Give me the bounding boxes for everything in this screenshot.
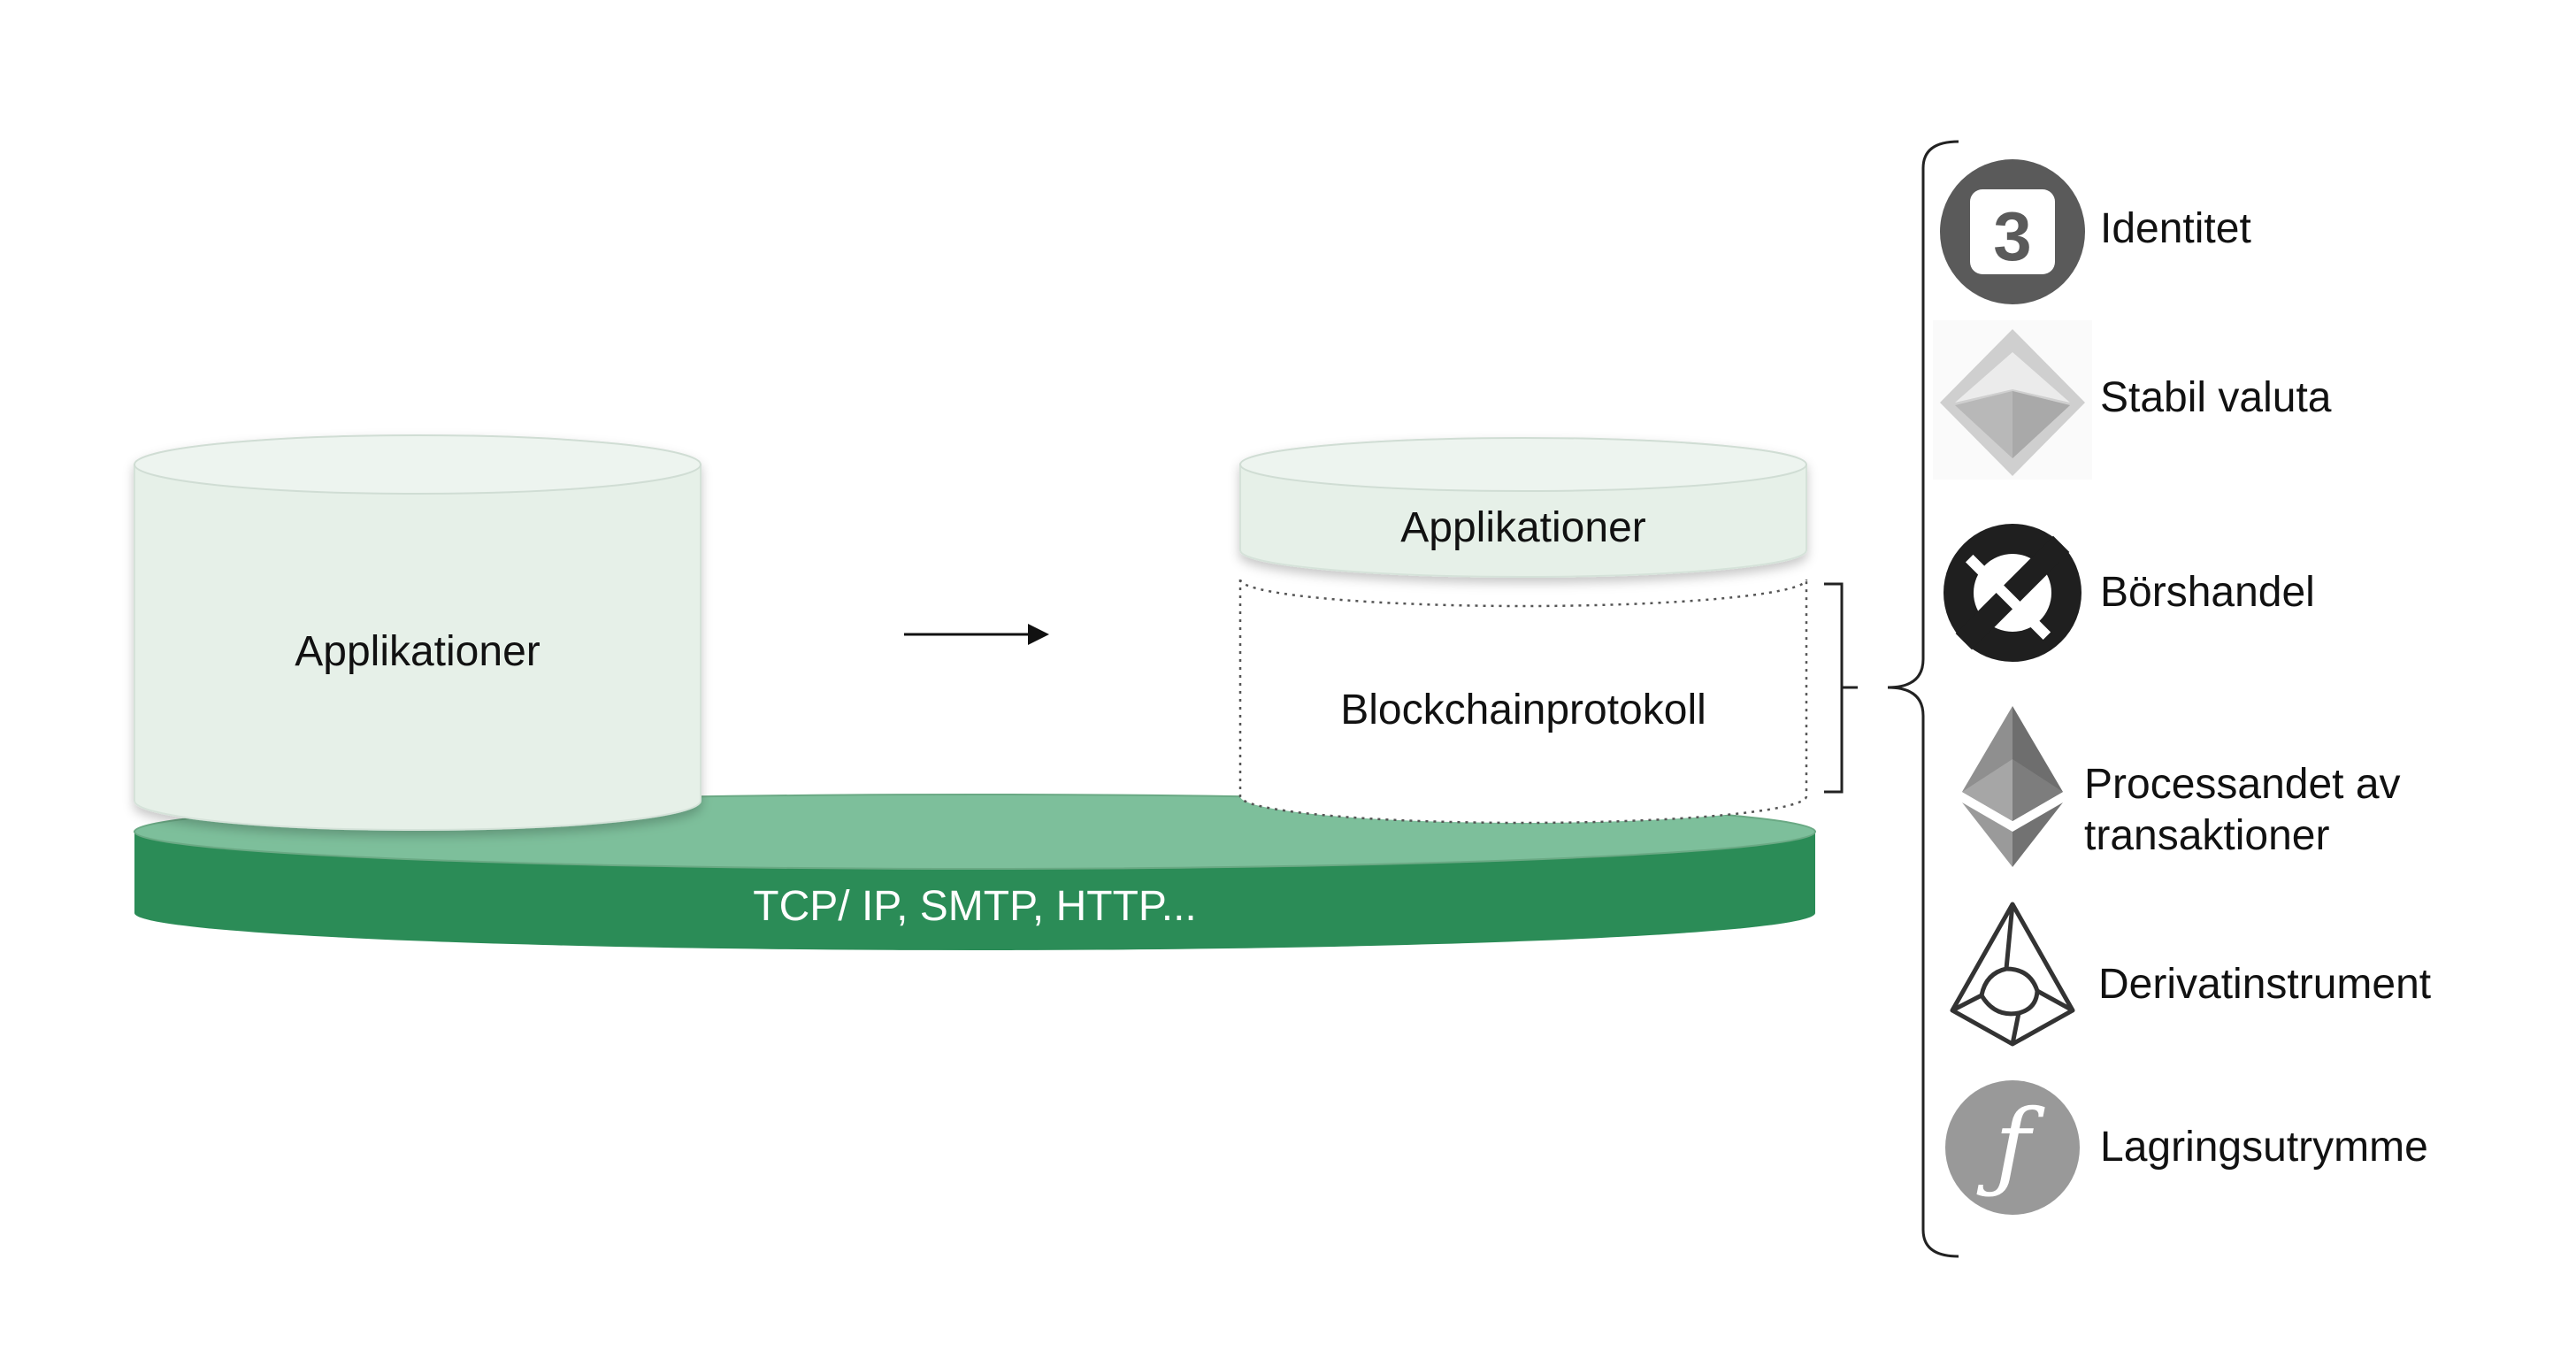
use-case-label-derivatives: Derivatinstrument	[2098, 961, 2431, 1008]
ethereum-diamond-icon	[1962, 706, 2063, 867]
use-case-label-identity: Identitet	[2100, 205, 2251, 252]
use-case-brace	[1887, 140, 1959, 1258]
script-f-icon: ƒ	[1945, 1080, 2080, 1215]
use-case-label-storage: Lagringsutrymme	[2100, 1124, 2428, 1171]
protocol-label: Blockchainprotokoll	[1340, 687, 1706, 733]
protocol-cylinder	[1238, 579, 1808, 825]
use-case-label-transactions-line1: Processandet av	[2084, 761, 2401, 808]
use-case-label-stable-currency: Stabil valuta	[2100, 374, 2332, 421]
right-applications-label: Applikationer	[1400, 504, 1646, 551]
base-layer-label: TCP/ IP, SMTP, HTTP...	[753, 883, 1196, 930]
right-applications-cylinder	[1239, 437, 1807, 578]
use-case-label-transactions-line2: transaktioner	[2084, 812, 2329, 859]
triangle-ring-icon	[1950, 902, 2075, 1047]
badge-3-icon: 3	[1940, 159, 2085, 304]
left-applications-label: Applikationer	[295, 628, 540, 675]
left-applications-cylinder	[134, 434, 702, 831]
protocol-bracket	[1824, 582, 1858, 794]
use-case-label-exchange: Börshandel	[2100, 569, 2315, 616]
cross-ring-icon	[1944, 524, 2082, 662]
transition-arrow	[904, 624, 1049, 645]
diamond-chevron-icon	[1933, 320, 2092, 480]
svg-text:3: 3	[1993, 197, 2031, 275]
